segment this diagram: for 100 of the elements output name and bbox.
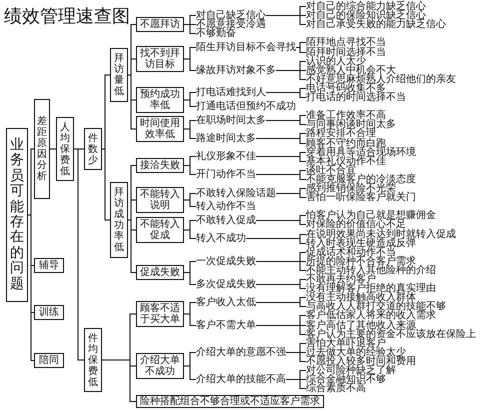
cause-label: 打电话难找到人	[196, 88, 266, 98]
cause-box: 不愿拜访	[136, 17, 184, 32]
connector-line	[276, 70, 306, 80]
category-box: 拜访量低	[110, 48, 128, 102]
reason-label: 感觉熟人中机会不大	[306, 66, 396, 75]
cause-label: 客户收入太低	[196, 298, 256, 307]
connector-line	[128, 74, 136, 130]
connector-line	[246, 238, 306, 244]
connector-line	[102, 148, 110, 220]
cause-box: 不能转入促成	[136, 216, 184, 242]
category-box: 件均保费低	[84, 328, 102, 392]
connector-line	[128, 200, 136, 220]
reason-label: 不敢再去约客户	[306, 275, 376, 284]
category-box: 陪同	[34, 352, 64, 368]
connector-line	[184, 24, 196, 34]
connector-line	[74, 148, 84, 360]
reason-label: 害怕一听保险客户就关门	[306, 193, 416, 202]
reason-label: 基本礼仪动作不佳	[306, 156, 386, 166]
cause-label: 礼仪形象不佳	[196, 152, 256, 162]
reason-label: 没有主动接触高收入群体	[306, 293, 416, 302]
category-box: 辅导	[34, 258, 64, 272]
reason-label: 与高收入人群打交道的技能不够	[306, 302, 446, 312]
reason-label: 综合金融知识不够	[306, 375, 386, 384]
cause-label: 介绍大单的技能不高	[196, 375, 286, 384]
reason-label: 不好意思麻烦熟人介绍他们的亲友	[306, 74, 456, 84]
connector-line	[256, 302, 306, 307]
cause-box: 险种搭配组合不够合理或不适应客户需求	[136, 395, 324, 408]
connector-line	[102, 360, 136, 402]
reason-label: 害怕大单吓退客户	[306, 338, 386, 348]
cause-box: 不能转入说明	[136, 186, 184, 213]
connector-line	[256, 325, 306, 335]
cause-box: 预约成功率低	[136, 86, 184, 113]
cause-box: 时间使用效率低	[136, 116, 184, 142]
reason-label: 所提的险种不合客户需求	[306, 256, 416, 266]
cause-label: 客户不需大单	[196, 320, 256, 330]
reason-label: 对公司险种缺乏了解	[306, 366, 396, 376]
reason-label: 陌拜时间选择不当	[306, 48, 386, 57]
connector-line	[50, 148, 56, 150]
reason-label: 在说明效果尚未达到时就转入促成	[306, 230, 456, 239]
connector-line	[28, 148, 34, 216]
cause-label: 开门动作不当	[196, 170, 256, 180]
diagram-title: 绩效管理速查图	[4, 6, 130, 28]
cause-label: 不愿意接受冷遇	[196, 20, 266, 30]
connector-line	[184, 272, 196, 285]
reason-label: 促成话术和动作不当	[306, 248, 396, 257]
category-box: 训练	[34, 304, 64, 320]
category-box: 人均保费低	[56, 117, 74, 181]
reason-label: 怕客户认为自己就是想赚佣金	[306, 211, 436, 220]
connector-line	[286, 352, 306, 362]
cause-box: 介绍大单不成功	[136, 353, 184, 379]
connector-line	[256, 138, 306, 144]
connector-line	[184, 230, 196, 239]
reason-label: 谈吐不合宜	[306, 166, 356, 175]
cause-box: 顾客不适于买大单	[136, 300, 184, 327]
cause-label: 介绍大单的意愿不强	[196, 348, 286, 357]
reason-label: 客户低估家人将来的收入需求	[306, 311, 436, 320]
cause-box: 接洽失败	[136, 158, 184, 174]
connector-line	[256, 284, 306, 289]
reason-label: 过去做大单的经验太少	[306, 348, 406, 357]
reason-label: 路程安排不合理	[306, 129, 376, 138]
reason-label: 客户高估了其他收入来源	[306, 320, 416, 330]
reason-label: 陌拜地点寻找不当	[306, 38, 386, 48]
connector-line	[266, 15, 306, 25]
cause-label: 路途时间太多	[196, 134, 256, 144]
reason-label: 与同事闲谈时间太多	[306, 120, 396, 130]
cause-label: 转入不成功	[196, 234, 246, 244]
cause-label: 不敢转入保险话题	[196, 188, 276, 198]
connector-line	[266, 120, 306, 125]
connector-line	[184, 58, 196, 71]
connector-line	[184, 100, 196, 107]
cause-label: 在职场时间太多	[196, 116, 266, 125]
connector-line	[102, 74, 110, 150]
reason-label: 没有理解客户拒绝的真实理由	[306, 284, 436, 294]
connector-line	[256, 174, 306, 180]
connector-line	[286, 379, 306, 389]
connector-line	[266, 92, 306, 98]
cause-label: 多次促成失败	[196, 280, 256, 289]
cause-box: 找不到拜访目标	[136, 46, 184, 72]
reason-label: 打电话的时间选择不当	[306, 93, 406, 102]
category-box: 拜访成功率低	[110, 182, 128, 258]
reason-label: 对自己的综合能力缺乏信心	[306, 2, 426, 12]
reason-label: 对自己承受失败的能力缺乏信心	[306, 20, 446, 30]
connector-line	[256, 261, 306, 271]
connector-line	[184, 200, 196, 207]
reason-label: 转入时表现生硬造成反弹	[306, 238, 416, 248]
connector-line	[128, 220, 136, 273]
connector-line	[128, 58, 136, 76]
reason-label: 顾客不守约而白跑	[306, 138, 386, 148]
reason-label: 不愿投入较多时间和费用	[306, 356, 416, 366]
category-box: 件数少	[84, 128, 102, 170]
cause-box: 促成失败	[136, 265, 184, 280]
reason-label: 对保险的价值信心不足	[306, 220, 406, 230]
reason-label: 不能主动转入其他险种的介绍	[306, 266, 436, 275]
reason-label: 穿着用具等适合现场环境	[306, 148, 416, 157]
connector-line	[28, 214, 34, 361]
category-box: 差距原因分析	[34, 99, 50, 199]
topic-box: 业务员可能存在的问题	[6, 128, 28, 302]
reason-label: 感到推销保险不光荣	[306, 184, 396, 194]
cause-label: 打通电话但预约不成功	[196, 102, 296, 112]
reason-label: 认识的人太少	[306, 56, 366, 66]
